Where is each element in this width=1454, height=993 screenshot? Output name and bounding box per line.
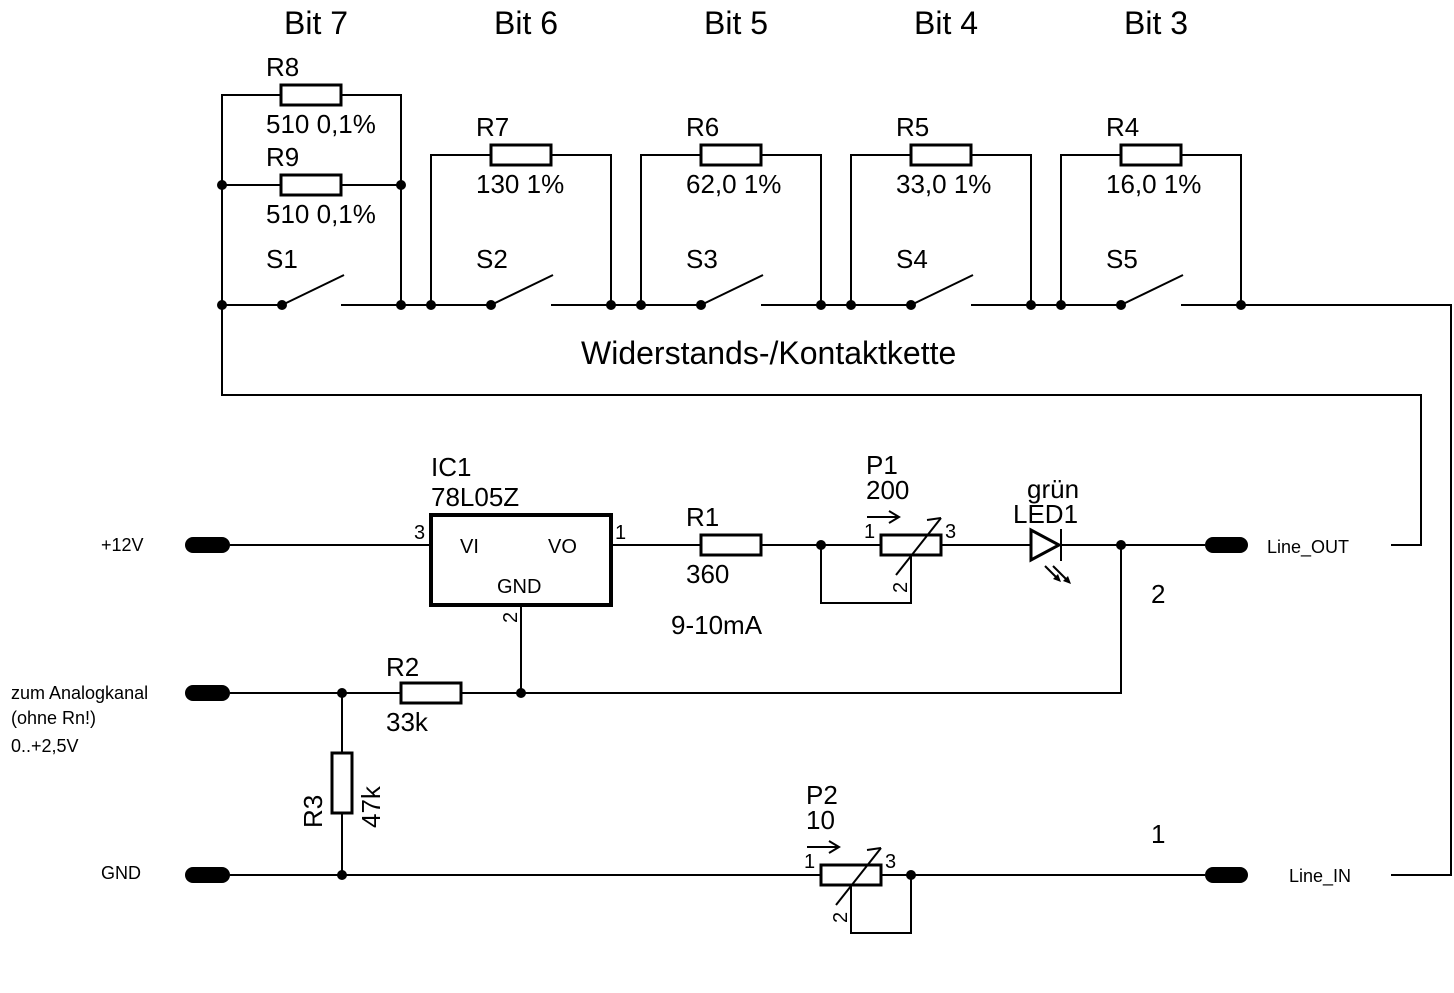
r5-value: 33,0 1% (896, 169, 991, 199)
ic1-gnd-label: GND (497, 576, 541, 598)
bit-7-label: Bit 7 (284, 5, 348, 41)
resistor-r2 (399, 681, 463, 705)
switch-s3 (641, 274, 821, 306)
led1-name: LED1 (1013, 499, 1078, 529)
resistor-r7 (489, 143, 553, 167)
label-analog-1: zum Analogkanal (11, 683, 148, 703)
lower-wires (230, 544, 1205, 934)
ic1-vo-label: VO (548, 536, 577, 558)
switch-s5-label: S5 (1106, 244, 1138, 274)
r4-value: 16,0 1% (1106, 169, 1201, 199)
ic1-part: 78L05Z (431, 482, 519, 512)
r2-value: 33k (386, 707, 429, 737)
bit-5-label: Bit 5 (704, 5, 768, 41)
r8-value: 510 0,1% (266, 109, 376, 139)
r4-name: R4 (1106, 112, 1139, 142)
p2-pin2: 2 (830, 912, 852, 923)
r7-name: R7 (476, 112, 509, 142)
switch-s2 (431, 274, 611, 306)
resistor-r6 (699, 143, 763, 167)
r3-value: 47k (356, 785, 386, 828)
p1-pin1: 1 (864, 521, 875, 543)
p2-pin1: 1 (804, 851, 815, 873)
label-analog-2: (ohne Rn!) (11, 708, 96, 728)
potentiometer-p1 (867, 510, 943, 576)
r8-name: R8 (266, 52, 299, 82)
switch-s1-label: S1 (266, 244, 298, 274)
label-plus12v: +12V (101, 535, 144, 555)
label-line-in: Line_IN (1289, 866, 1351, 887)
p1-name: P1 (866, 450, 898, 480)
led1-diode (1029, 527, 1071, 584)
p2-pin3: 3 (885, 851, 896, 873)
switch-s4-label: S4 (896, 244, 928, 274)
ic1-vi-label: VI (460, 536, 479, 558)
switch-s2-label: S2 (476, 244, 508, 274)
label-line-out: Line_OUT (1267, 537, 1349, 558)
line-out-pin-number: 2 (1151, 579, 1165, 609)
p1-pin3: 3 (945, 521, 956, 543)
resistor-r1 (699, 533, 763, 557)
ic1-pin1: 1 (615, 522, 626, 544)
r9-name: R9 (266, 142, 299, 172)
label-gnd: GND (101, 863, 141, 883)
junction-dots-top (217, 180, 1246, 310)
resistor-r5 (909, 143, 973, 167)
r5-name: R5 (896, 112, 929, 142)
chain-caption: Widerstands-/Kontaktkette (581, 335, 956, 371)
r3-name: R3 (298, 795, 328, 828)
chain-wires (221, 94, 1452, 876)
p2-value: 10 (806, 805, 835, 835)
p2-name: P2 (806, 780, 838, 810)
r9-value: 510 0,1% (266, 199, 376, 229)
ic1-name: IC1 (431, 452, 471, 482)
ic1-pin2: 2 (500, 612, 522, 623)
switch-s1 (222, 274, 401, 306)
ic1-regulator (429, 513, 613, 607)
switch-s4 (851, 274, 1031, 306)
current-note: 9-10mA (671, 610, 763, 640)
bit-6-label: Bit 6 (494, 5, 558, 41)
r2-name: R2 (386, 652, 419, 682)
ic1-pin3: 3 (414, 522, 425, 544)
connector-pads (185, 537, 1248, 883)
resistor-r4 (1119, 143, 1183, 167)
resistor-r9 (279, 173, 343, 197)
switches (222, 274, 1241, 306)
r1-name: R1 (686, 502, 719, 532)
resistor-r3 (330, 751, 354, 815)
junction-dots-bottom (337, 540, 1126, 880)
label-analog-3: 0..+2,5V (11, 736, 79, 756)
bit-4-label: Bit 4 (914, 5, 978, 41)
p1-pin2: 2 (890, 582, 912, 593)
r7-value: 130 1% (476, 169, 564, 199)
line-in-pin-number: 1 (1151, 819, 1165, 849)
r6-name: R6 (686, 112, 719, 142)
led1-color: grün (1027, 474, 1079, 504)
potentiometer-p2 (807, 840, 883, 906)
switch-s5 (1061, 274, 1241, 306)
r1-value: 360 (686, 559, 729, 589)
bit-3-label: Bit 3 (1124, 5, 1188, 41)
p1-value: 200 (866, 475, 909, 505)
switch-s3-label: S3 (686, 244, 718, 274)
resistor-r8 (279, 83, 343, 107)
r6-value: 62,0 1% (686, 169, 781, 199)
